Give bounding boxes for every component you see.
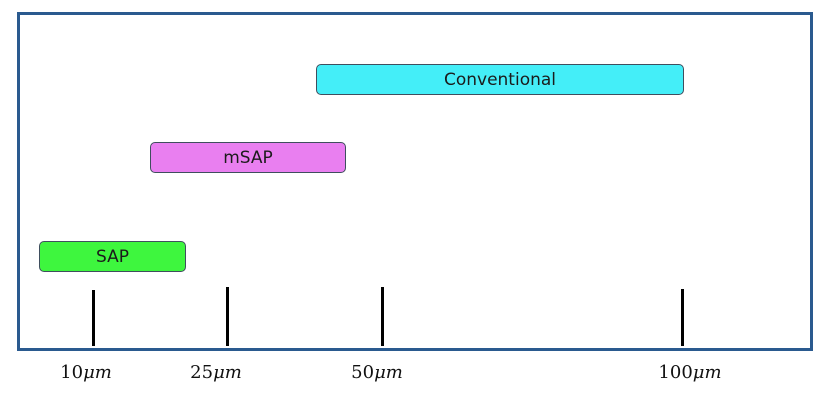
tick-unit: μm [213,362,242,383]
msap-bar: mSAP [150,142,346,173]
tick-mark-50 [381,287,384,346]
tick-mark-10 [92,290,95,346]
tick-value: 25 [190,362,214,383]
conventional-label: Conventional [443,69,557,90]
sap-bar: SAP [39,241,186,272]
tick-label-50: 50μm [351,362,403,383]
diagram-frame [17,12,813,351]
tick-unit: μm [692,362,722,383]
conventional-bar: Conventional [316,64,684,95]
tick-unit: μm [374,362,403,383]
tick-mark-25 [226,287,229,346]
tick-value: 10 [60,362,84,383]
tick-value: 50 [351,362,375,383]
tick-label-25: 25μm [190,362,242,383]
msap-label: mSAP [223,147,273,168]
tick-unit: μm [83,362,112,383]
tick-mark-100 [681,289,684,346]
tick-value: 100 [658,362,693,383]
tick-label-100: 100μm [658,362,721,383]
sap-label: SAP [96,246,129,267]
tick-label-10: 10μm [60,362,112,383]
